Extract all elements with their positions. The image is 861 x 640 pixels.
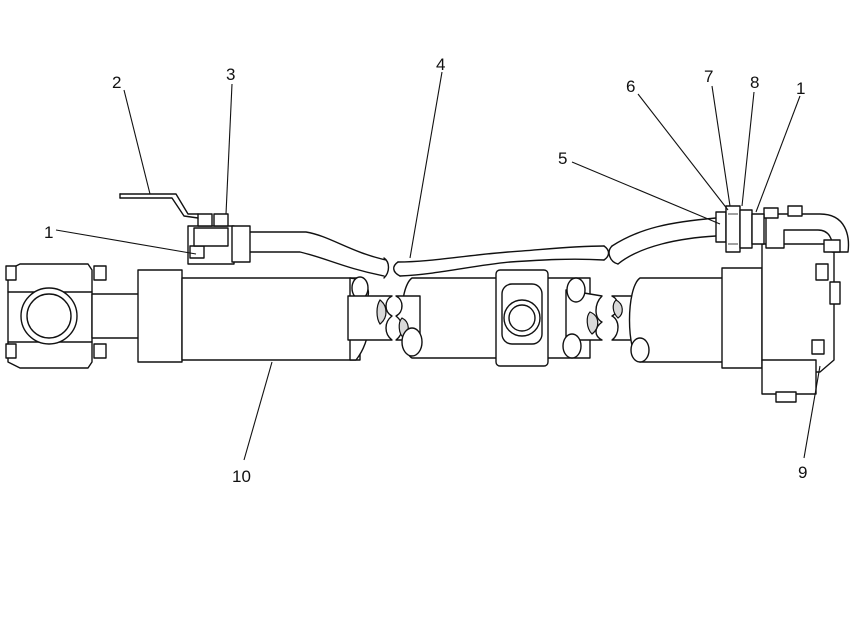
callout-labels: 1 2 3 4 5 6 7 8 1 9 10	[44, 55, 807, 486]
callout-1-right: 1	[796, 79, 805, 98]
left-valve-block	[187, 213, 251, 265]
callout-4: 4	[436, 55, 445, 74]
callout-7: 7	[704, 67, 713, 86]
callout-8: 8	[750, 73, 759, 92]
callout-2: 2	[112, 73, 121, 92]
leader-lines	[55, 71, 821, 461]
rod-section-left	[347, 295, 393, 341]
callout-5: 5	[558, 149, 567, 168]
center-cylinder	[395, 269, 603, 367]
left-clamp-assembly	[5, 263, 141, 369]
callout-6: 6	[626, 77, 635, 96]
cylinder-right	[611, 205, 850, 403]
cylinder-head-left	[137, 269, 371, 363]
callout-3: 3	[226, 65, 235, 84]
callout-9: 9	[798, 463, 807, 482]
callout-1-left: 1	[44, 223, 53, 242]
right-fitting-stack	[715, 205, 765, 253]
callout-10: 10	[232, 467, 251, 486]
lever-handle	[119, 193, 199, 219]
hydraulic-tube	[247, 217, 717, 279]
